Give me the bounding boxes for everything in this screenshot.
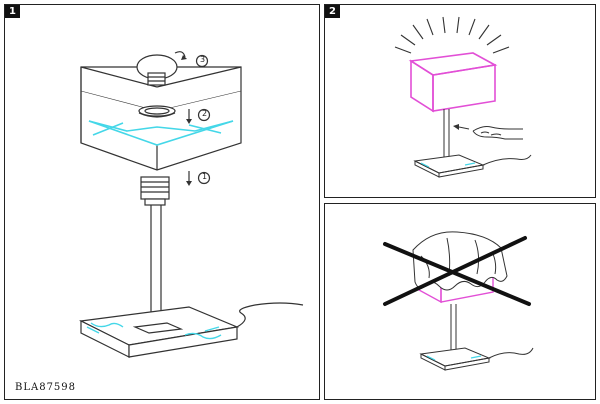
callout-number-3: 3 (199, 55, 206, 64)
arrow-socket-down (186, 171, 192, 186)
callout-number-2: 2 (201, 109, 208, 118)
lamp-base (78, 306, 240, 358)
touch-arrow (453, 124, 470, 130)
lamp-socket (140, 176, 170, 206)
base-accent (86, 322, 222, 340)
callout-number-1: 1 (201, 172, 208, 181)
light-rays (394, 16, 510, 54)
shade-rim-accent (88, 120, 234, 146)
power-cord (482, 154, 532, 166)
prohibition-cross (383, 236, 531, 306)
arrow-ring-down (186, 109, 192, 124)
warning-drawing (383, 231, 534, 371)
step-badge-2: 2 (325, 5, 340, 18)
fixing-ring (138, 105, 176, 118)
touch-switch-drawing (394, 16, 532, 178)
hand-icon (472, 126, 523, 140)
touch-switch-panel: 2 (324, 4, 596, 198)
step-badge-1: 1 (5, 5, 20, 18)
lamp-base (419, 347, 491, 371)
lamp-base (413, 154, 485, 178)
base-accent (426, 355, 482, 361)
callout-circle-3 (195, 54, 209, 68)
lamp-pole (150, 205, 162, 329)
callout-circle-2 (197, 108, 211, 122)
power-cord (236, 302, 304, 328)
lamp-shade (80, 66, 242, 171)
light-bulb (136, 51, 187, 86)
callout-circle-1 (197, 171, 211, 185)
assembly-drawing (78, 51, 304, 358)
power-cord (488, 347, 534, 359)
lit-shade (408, 52, 498, 113)
warning-panel: 3 (324, 203, 596, 400)
cloth-cover (412, 231, 508, 291)
assembly-panel: 1 (4, 4, 320, 400)
product-code: BLA87598 (15, 382, 77, 393)
base-accent (420, 162, 476, 168)
